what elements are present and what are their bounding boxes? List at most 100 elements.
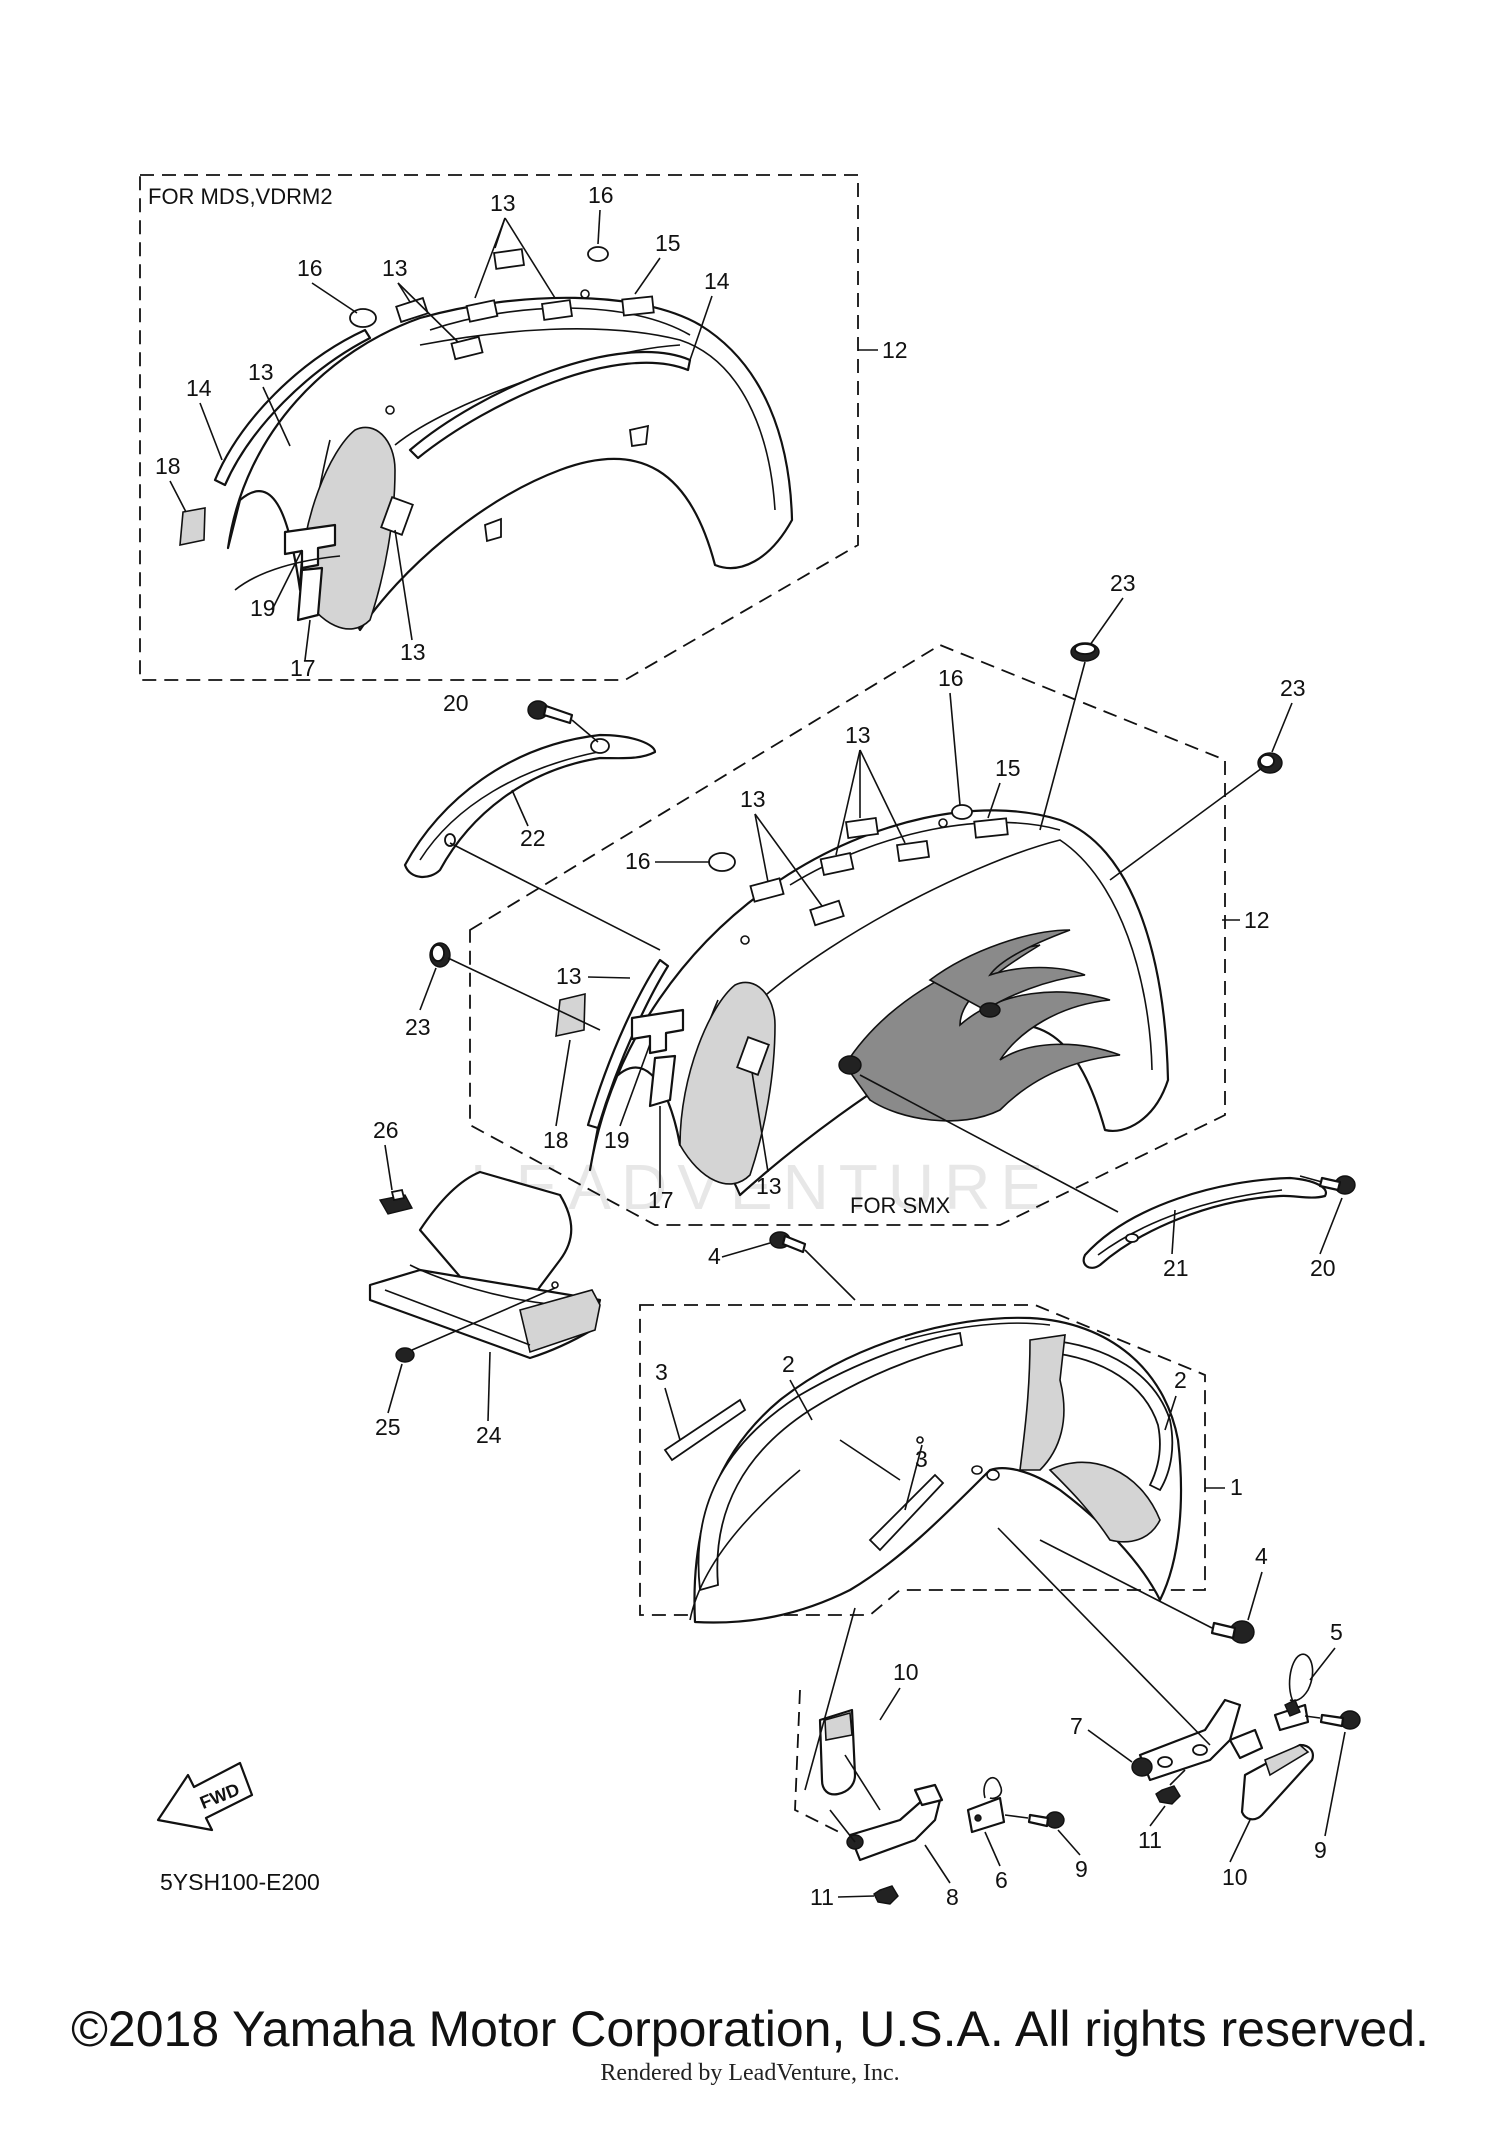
front-fender-group-box (639, 1304, 1206, 1616)
callout-23: 23 (1280, 675, 1306, 701)
callout-25: 25 (375, 1414, 401, 1440)
copyright-text: ©2018 Yamaha Motor Corporation, U.S.A. A… (71, 2001, 1429, 2057)
fwd-arrow-icon: FWD (156, 1761, 254, 1832)
flame-graphic-2 (928, 929, 1086, 1011)
callout-26: 26 (373, 1117, 399, 1143)
front-fender-callouts: 4 2 2 3 3 4 (655, 1242, 1268, 1621)
grommet-23-top (1070, 642, 1100, 662)
callout-9: 9 (1075, 1856, 1088, 1882)
screw-25 (395, 1287, 556, 1363)
side-rail-21 (859, 1074, 1328, 1269)
callout-15: 15 (995, 755, 1021, 781)
callout-22: 22 (520, 825, 546, 851)
callout-21: 21 (1163, 1255, 1189, 1281)
mds-group-label: FOR MDS,VDRM2 (148, 184, 333, 209)
callout-13: 13 (248, 359, 274, 385)
callout-11: 11 (810, 1884, 834, 1910)
turn-signal-right (1240, 1743, 1314, 1821)
callout-7: 7 (1070, 1713, 1083, 1739)
front-fender-group: 1 (639, 1304, 1243, 1624)
callout-13: 13 (382, 255, 408, 281)
decal-3-lower (868, 1473, 945, 1552)
bracket-7 (1131, 1698, 1264, 1782)
trim-strip-2-left (697, 1331, 964, 1592)
base-callouts: 26 25 24 (373, 1117, 502, 1448)
callout-19: 19 (604, 1127, 630, 1153)
screw-9-right (1304, 1710, 1361, 1730)
callout-24: 24 (476, 1422, 502, 1448)
trim-strip-14-left (213, 328, 372, 487)
callout-13: 13 (490, 190, 516, 216)
callout-13: 13 (756, 1173, 782, 1199)
connector-5 (1273, 1653, 1314, 1732)
bolt-11-left (873, 1885, 899, 1905)
callout-8: 8 (946, 1884, 959, 1910)
bolt-4-top (769, 1231, 856, 1301)
callout-16: 16 (588, 182, 614, 208)
callout-9: 9 (1314, 1837, 1327, 1863)
callout-15: 15 (655, 230, 681, 256)
callout-14: 14 (186, 375, 212, 401)
callout-12-mid: 12 (1244, 907, 1270, 933)
plate-17-smx (648, 1054, 677, 1108)
bracket-8 (829, 1754, 944, 1862)
callout-14: 14 (704, 268, 730, 294)
bolt-20-right (1299, 1175, 1356, 1195)
routing-lines (794, 1689, 846, 1836)
callout-13: 13 (556, 963, 582, 989)
callout-6: 6 (995, 1867, 1008, 1893)
decal-3-upper (663, 1398, 747, 1462)
callout-13: 13 (400, 639, 426, 665)
mds-group-box (139, 174, 859, 681)
callout-4: 4 (1255, 1543, 1268, 1569)
fender-inner-smx (679, 981, 776, 1185)
callout-2: 2 (782, 1351, 795, 1377)
smx-group-box (469, 643, 1226, 1226)
callout-4: 4 (708, 1243, 721, 1269)
screw-9-left (1004, 1811, 1065, 1829)
callout-2: 2 (1174, 1367, 1187, 1393)
rendered-by-text: Rendered by LeadVenture, Inc. (600, 2060, 900, 2086)
bolt-4-right (1039, 1539, 1255, 1644)
signal-callouts: 10 5 7 9 11 10 6 9 8 11 (810, 1619, 1346, 1910)
turn-signal-left (818, 1708, 857, 1796)
bracket-19-mds (283, 523, 337, 570)
callout-18: 18 (155, 453, 181, 479)
reflector-18-mds (179, 507, 206, 547)
trim-strip-2-right (1044, 1339, 1174, 1492)
bolt-11-right (1155, 1769, 1186, 1805)
bolt-20-top (527, 700, 599, 743)
tail-light-base-24 (368, 1170, 602, 1360)
callout-13: 13 (740, 786, 766, 812)
fender-inner-mds (299, 426, 396, 630)
callout-17: 17 (648, 1187, 674, 1213)
callout-23: 23 (405, 1014, 431, 1040)
smx-group-label: FOR SMX (850, 1193, 951, 1218)
callout-19: 19 (250, 595, 276, 621)
flame-graphic-1 (844, 944, 1121, 1122)
callout-13: 13 (845, 722, 871, 748)
callout-12-top: 12 (882, 337, 908, 363)
smx-group: FOR SMX 12 (429, 642, 1283, 1226)
reflector-18-smx (555, 992, 586, 1038)
trim-strip-13-smx (586, 958, 670, 1130)
callout-16: 16 (938, 665, 964, 691)
callout-17: 17 (290, 655, 316, 681)
side-rail-22 (403, 733, 661, 951)
mds-group: FOR MDS,VDRM2 12 (139, 174, 908, 681)
callout-1: 1 (1230, 1474, 1243, 1500)
callout-10: 10 (893, 1659, 919, 1685)
callout-10: 10 (1222, 1864, 1248, 1890)
callout-3: 3 (655, 1359, 668, 1385)
plate-17-mds (296, 566, 324, 622)
callout-20: 20 (1310, 1255, 1336, 1281)
callout-18: 18 (543, 1127, 569, 1153)
callout-20: 20 (443, 690, 469, 716)
callout-11: 11 (1138, 1827, 1162, 1853)
trim-strip-14-right (408, 350, 692, 460)
callout-16: 16 (625, 848, 651, 874)
callout-23: 23 (1110, 570, 1136, 596)
bracket-19-smx (630, 1008, 685, 1055)
callout-16: 16 (297, 255, 323, 281)
